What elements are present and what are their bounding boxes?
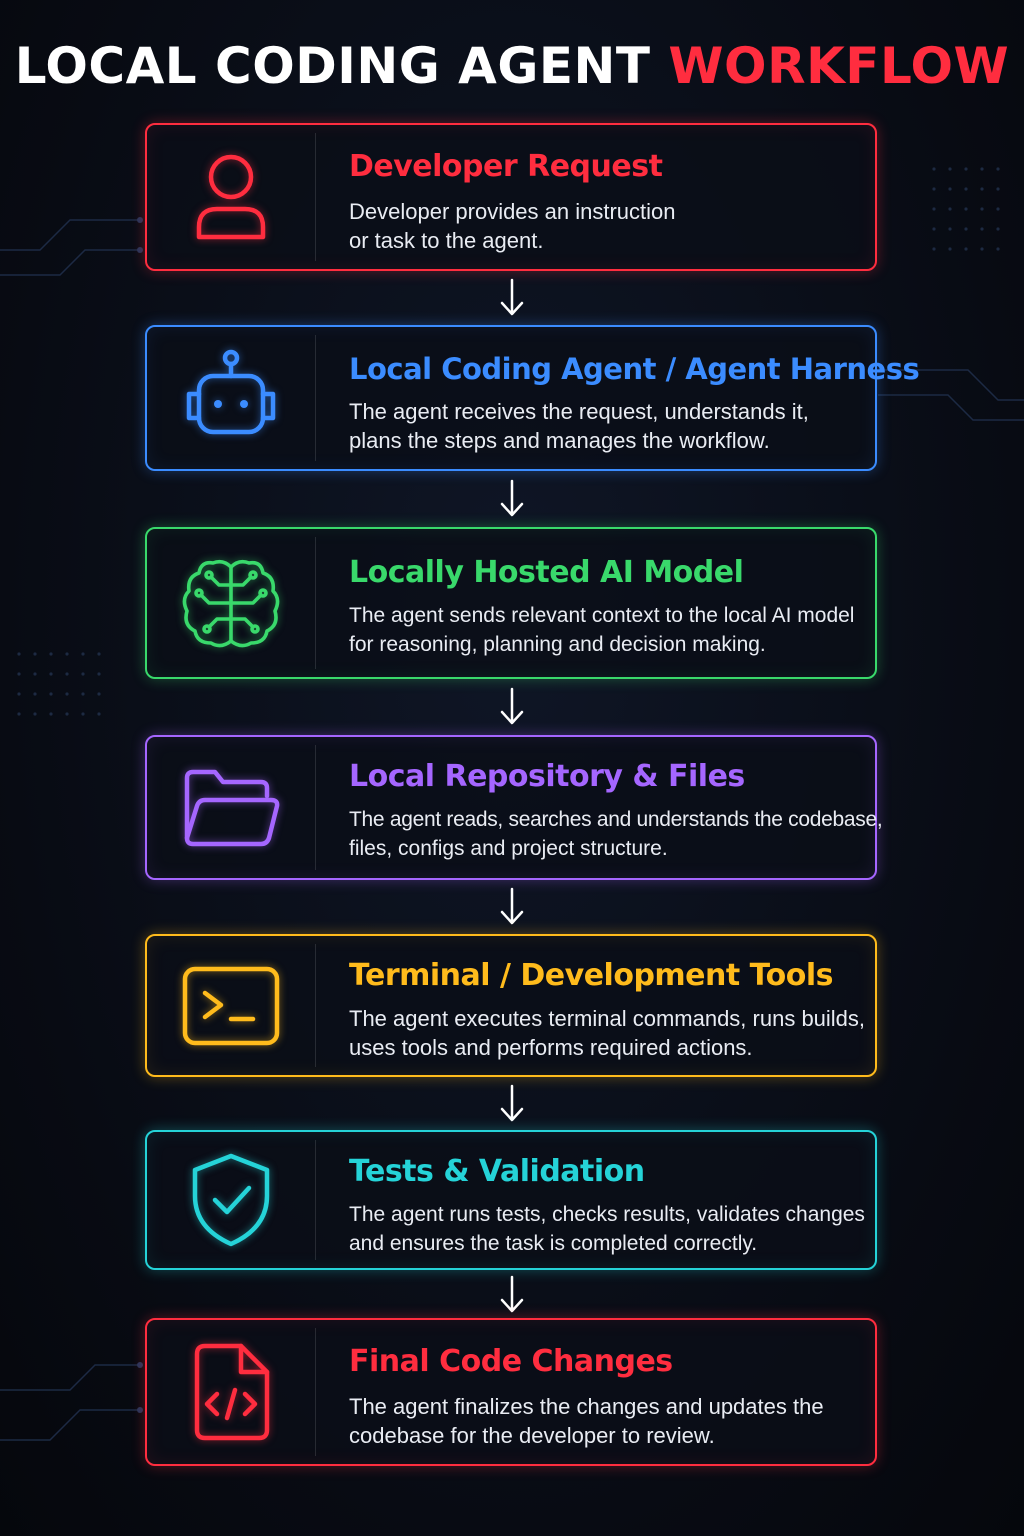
step-description-line1: The agent reads, searches and understand… bbox=[349, 808, 883, 831]
step-divider bbox=[315, 944, 316, 1067]
step-description-line2: plans the steps and manages the workflow… bbox=[349, 428, 770, 453]
step-heading: Local Coding Agent / Agent Harness bbox=[349, 352, 920, 386]
step-heading: Terminal / Development Tools bbox=[349, 958, 834, 993]
step-description-line2: or task to the agent. bbox=[349, 228, 544, 253]
step-locally-hosted-ai-model: Locally Hosted AI Model The agent sends … bbox=[145, 527, 877, 679]
step-text: Locally Hosted AI Model The agent sends … bbox=[349, 553, 867, 659]
step-local-repository-files: Local Repository & Files The agent reads… bbox=[145, 735, 883, 880]
step-text: Local Repository & Files The agent reads… bbox=[349, 757, 883, 863]
step-divider bbox=[315, 1328, 316, 1456]
step-final-code-changes: Final Code Changes The agent finalizes t… bbox=[145, 1318, 877, 1466]
step-icon-cell bbox=[147, 1132, 315, 1268]
step-icon-cell bbox=[147, 327, 315, 469]
step-terminal-development-tools: Terminal / Development Tools The agent e… bbox=[145, 934, 877, 1077]
down-arrow-icon bbox=[500, 887, 524, 925]
step-description-line2: for reasoning, planning and decision mak… bbox=[349, 633, 766, 656]
folder-icon bbox=[184, 769, 280, 846]
step-heading: Tests & Validation bbox=[349, 1154, 645, 1189]
step-description-line1: The agent finalizes the changes and upda… bbox=[349, 1394, 824, 1419]
step-text: Local Coding Agent / Agent Harness The a… bbox=[349, 349, 920, 455]
dot-grid-decoration-left bbox=[17, 652, 101, 716]
step-icon-cell bbox=[147, 737, 315, 878]
step-icon-cell bbox=[147, 125, 315, 269]
step-heading: Developer Request bbox=[349, 149, 663, 184]
page-title: LOCAL CODING AGENT WORKFLOW bbox=[0, 34, 1024, 98]
down-arrow-icon bbox=[500, 1275, 524, 1313]
step-divider bbox=[315, 335, 316, 461]
step-description-line1: The agent receives the request, understa… bbox=[349, 399, 809, 424]
step-text: Tests & Validation The agent runs tests,… bbox=[349, 1152, 867, 1258]
step-text: Developer Request Developer provides an … bbox=[349, 147, 867, 255]
step-description-line1: The agent sends relevant context to the … bbox=[349, 604, 855, 627]
step-heading: Locally Hosted AI Model bbox=[349, 555, 744, 590]
step-icon-cell bbox=[147, 936, 315, 1075]
brain-icon bbox=[182, 559, 280, 648]
step-divider bbox=[315, 133, 316, 261]
step-tests-validation: Tests & Validation The agent runs tests,… bbox=[145, 1130, 877, 1270]
step-heading: Final Code Changes bbox=[349, 1344, 673, 1379]
step-description-line1: The agent runs tests, checks results, va… bbox=[349, 1203, 865, 1226]
step-description-line2: and ensures the task is completed correc… bbox=[349, 1232, 758, 1255]
down-arrow-icon bbox=[500, 479, 524, 517]
step-description-line2: codebase for the developer to review. bbox=[349, 1423, 715, 1448]
down-arrow-icon bbox=[500, 278, 524, 316]
shield-check-icon bbox=[192, 1153, 270, 1247]
step-icon-cell bbox=[147, 529, 315, 677]
title-part-white: LOCAL CODING AGENT bbox=[14, 37, 651, 95]
step-description-line1: Developer provides an instruction bbox=[349, 199, 676, 224]
step-divider bbox=[315, 745, 316, 870]
circuit-decoration-bottom-left bbox=[0, 1362, 143, 1441]
title-part-red: WORKFLOW bbox=[668, 37, 1010, 95]
circuit-decoration-right bbox=[878, 369, 1024, 421]
step-heading: Local Repository & Files bbox=[349, 759, 745, 794]
step-divider bbox=[315, 1140, 316, 1260]
circuit-decoration-left bbox=[0, 217, 143, 276]
step-divider bbox=[315, 537, 316, 669]
code-file-icon bbox=[194, 1343, 270, 1441]
step-text: Final Code Changes The agent finalizes t… bbox=[349, 1342, 867, 1450]
step-text: Terminal / Development Tools The agent e… bbox=[349, 956, 867, 1062]
step-description-line2: files, configs and project structure. bbox=[349, 837, 668, 860]
down-arrow-icon bbox=[500, 1084, 524, 1122]
down-arrow-icon bbox=[500, 687, 524, 725]
user-icon bbox=[196, 154, 266, 240]
dot-grid-decoration-right bbox=[932, 167, 1000, 251]
step-local-coding-agent: Local Coding Agent / Agent Harness The a… bbox=[145, 325, 920, 471]
step-developer-request: Developer Request Developer provides an … bbox=[145, 123, 877, 271]
step-description-line1: The agent executes terminal commands, ru… bbox=[349, 1006, 866, 1031]
step-description-line2: uses tools and performs required actions… bbox=[349, 1035, 753, 1060]
robot-icon bbox=[186, 349, 276, 435]
step-icon-cell bbox=[147, 1320, 315, 1464]
terminal-icon bbox=[182, 966, 280, 1045]
